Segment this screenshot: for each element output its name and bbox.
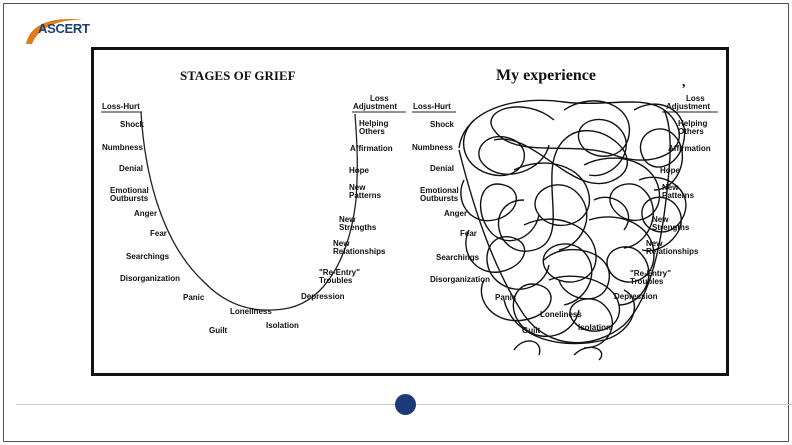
ascert-logo [26,19,84,44]
scribble-loop [638,176,687,252]
stage-label: Panic [495,293,517,302]
stage-label: Shock [120,120,145,129]
right-stage-labels: Loss Adjustment Helping Others Affirmati… [614,94,711,301]
scribble-loop [583,157,661,249]
stage-label: New [339,215,356,224]
scribble-loop [493,129,629,252]
stage-label: Numbness [412,143,453,152]
stage-label: Relationships [646,247,699,256]
stage-label: Others [678,127,704,136]
stage-label: New [652,215,669,224]
stage-label: Searchings [126,252,170,261]
stage-label: Fear [150,229,167,238]
scribble-loop [463,119,550,177]
stage-label: Relationships [333,247,386,256]
scribble-loop [458,99,680,161]
right-stage-labels: Loss Adjustment Helping Others Affirmati… [301,94,397,301]
stage-label: Numbness [102,143,143,152]
stage-label: Anger [444,209,467,218]
stage-label: Troubles [630,277,664,286]
stage-label: Affirmation [350,144,393,153]
scribble-loop [633,103,686,191]
stage-label: Emotional [420,186,459,195]
stage-label: Disorganization [430,275,490,284]
stage-label: Troubles [319,276,353,285]
stage-label: Adjustment [353,102,397,111]
stages-of-grief-panel: STAGES OF GRIEF Loss-Hurt Shock Numbness… [101,68,406,335]
stage-label: Isolation [578,323,611,332]
stage-label: Patterns [662,191,695,200]
stage-label: Guilt [522,326,541,335]
stage-label: Depression [614,292,658,301]
stage-label: Fear [460,229,477,238]
stage-label: Searchings [436,253,480,262]
stage-label: Loss [686,94,705,103]
stage-label: New [646,239,663,248]
bottom-stage-labels: Loneliness Guilt Isolation [209,307,299,335]
scribble-loop [513,340,603,361]
left-stage-labels: Loss-Hurt Shock Numbness Denial Emotiona… [102,102,205,302]
scribble-loop [543,196,630,300]
scribble-loop [480,279,580,338]
scribble-loop [563,100,630,177]
stage-label: Strengths [339,223,377,232]
scribble-loop [458,109,671,344]
scribble-loop [503,289,635,345]
scribble-loop [513,162,590,251]
grief-diagram: STAGES OF GRIEF Loss-Hurt Shock Numbness… [101,67,718,361]
stage-label: Hope [660,166,681,175]
stage-label: Hope [349,166,370,175]
stage-label: New [349,183,366,192]
stage-label: Anger [134,209,157,218]
grief-curve [140,111,358,311]
scribble-tangle [458,99,687,361]
stage-label: Loneliness [540,310,582,319]
stage-label: Outbursts [420,194,459,203]
left-stage-labels: Loss-Hurt Shock Numbness Denial Emotiona… [412,102,517,302]
stage-label: Affirmation [668,144,711,153]
grief-diagram-frame: STAGES OF GRIEF Loss-Hurt Shock Numbness… [91,47,729,376]
stage-label: New [333,239,350,248]
stage-label: Denial [119,164,143,173]
stage-label: Denial [430,164,454,173]
logo-swoosh-icon [26,19,84,44]
stage-label: "Re-Entry" [630,269,671,278]
scribble-loop [460,179,540,242]
stage-label: "Re-Entry" [319,268,360,277]
stage-label: Helping [359,119,388,128]
experience-title-mark: , [682,75,686,90]
my-experience-panel: My experience , Loss-Hurt Shock Numbness… [412,67,718,361]
logo-text: ASCERT [38,21,90,36]
stage-label: Helping [678,119,707,128]
stage-label: Disorganization [120,274,180,283]
stages-title: STAGES OF GRIEF [180,68,296,83]
stage-label: Loneliness [230,307,272,316]
scribble-loop [548,275,621,349]
stage-label: Strengths [652,223,690,232]
slide-canvas [3,3,789,442]
stage-label: Outbursts [110,194,149,203]
experience-title: My experience [496,67,596,84]
stage-label: Panic [183,293,205,302]
stage-label: Loss-Hurt [413,102,451,111]
slide-indicator-dot[interactable] [395,394,416,415]
stage-label: Adjustment [666,102,710,111]
stage-label: Isolation [266,321,299,330]
scribble-loop [523,218,597,306]
scribble-loop [465,229,550,290]
stage-label: Shock [430,120,455,129]
stage-label: Loss-Hurt [102,102,140,111]
stage-label: Depression [301,292,345,301]
bottom-stage-labels: Loneliness Guilt Isolation [522,310,611,335]
stage-label: Emotional [110,186,149,195]
stage-label: Others [359,127,385,136]
stage-label: New [662,183,679,192]
stage-label: Guilt [209,326,228,335]
stage-label: Loss [370,94,389,103]
stage-label: Patterns [349,191,382,200]
